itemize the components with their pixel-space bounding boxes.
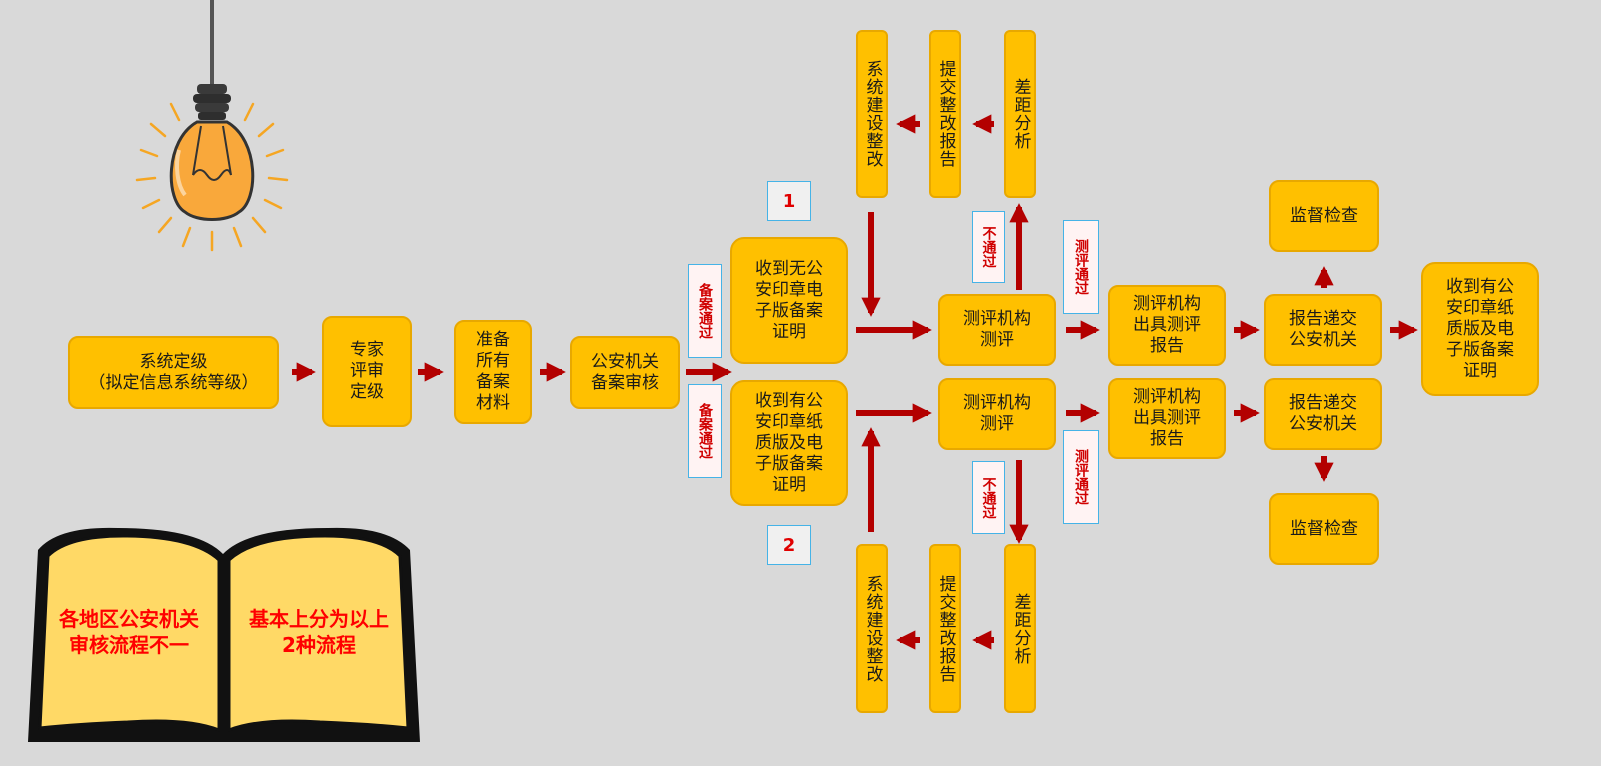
fail-tag-bottom: 不通过 (972, 461, 1005, 534)
route1-gap-analysis-box: 差距分析 (1004, 30, 1036, 198)
filing-pass-tag-bottom: 备案通过 (688, 384, 722, 478)
filing-pass-tag-top: 备案通过 (688, 264, 722, 358)
route1-evaluation-box: 测评机构 测评 (938, 294, 1056, 366)
light-bulb-icon (135, 0, 289, 252)
fail-tag-top: 不通过 (972, 211, 1005, 283)
route2-gap-analysis-box: 差距分析 (1004, 544, 1036, 713)
final-certificate-box: 收到有公 安印章纸 质版及电 子版备案 证明 (1421, 262, 1539, 396)
book-left-page-text: 各地区公安机关 审核流程不一 (59, 607, 199, 657)
open-book-icon (28, 527, 420, 742)
eval-pass-tag-bottom: 测评通过 (1063, 430, 1099, 524)
route1-submit-police-box: 报告递交 公安机关 (1264, 294, 1382, 366)
route2-certificate-box: 收到有公 安印章纸 质版及电 子版备案 证明 (730, 380, 848, 506)
expert-review-box: 专家 评审 定级 (322, 316, 412, 427)
route-number-2: 2 (767, 525, 811, 565)
prepare-materials-box: 准备 所有 备案 材料 (454, 320, 532, 424)
eval-pass-tag-top: 测评通过 (1063, 220, 1099, 314)
system-grading-box: 系统定级 （拟定信息系统等级） (68, 336, 279, 409)
route2-evaluation-box: 测评机构 测评 (938, 378, 1056, 450)
police-filing-review-box: 公安机关 备案审核 (570, 336, 680, 409)
route1-certificate-box: 收到无公 安印章电 子版备案 证明 (730, 237, 848, 364)
route1-rectify-report-box: 提交整改报告 (929, 30, 961, 198)
route2-system-rectify-box: 系统建设整改 (856, 544, 888, 713)
route2-eval-report-box: 测评机构 出具测评 报告 (1108, 378, 1226, 459)
route-number-1: 1 (767, 181, 811, 221)
route2-supervision-box: 监督检查 (1269, 493, 1379, 565)
route1-supervision-box: 监督检查 (1269, 180, 1379, 252)
route1-system-rectify-box: 系统建设整改 (856, 30, 888, 198)
route2-submit-police-box: 报告递交 公安机关 (1264, 378, 1382, 450)
route2-rectify-report-box: 提交整改报告 (929, 544, 961, 713)
route1-eval-report-box: 测评机构 出具测评 报告 (1108, 285, 1226, 366)
book-right-page-text: 基本上分为以上 2种流程 (249, 607, 389, 657)
